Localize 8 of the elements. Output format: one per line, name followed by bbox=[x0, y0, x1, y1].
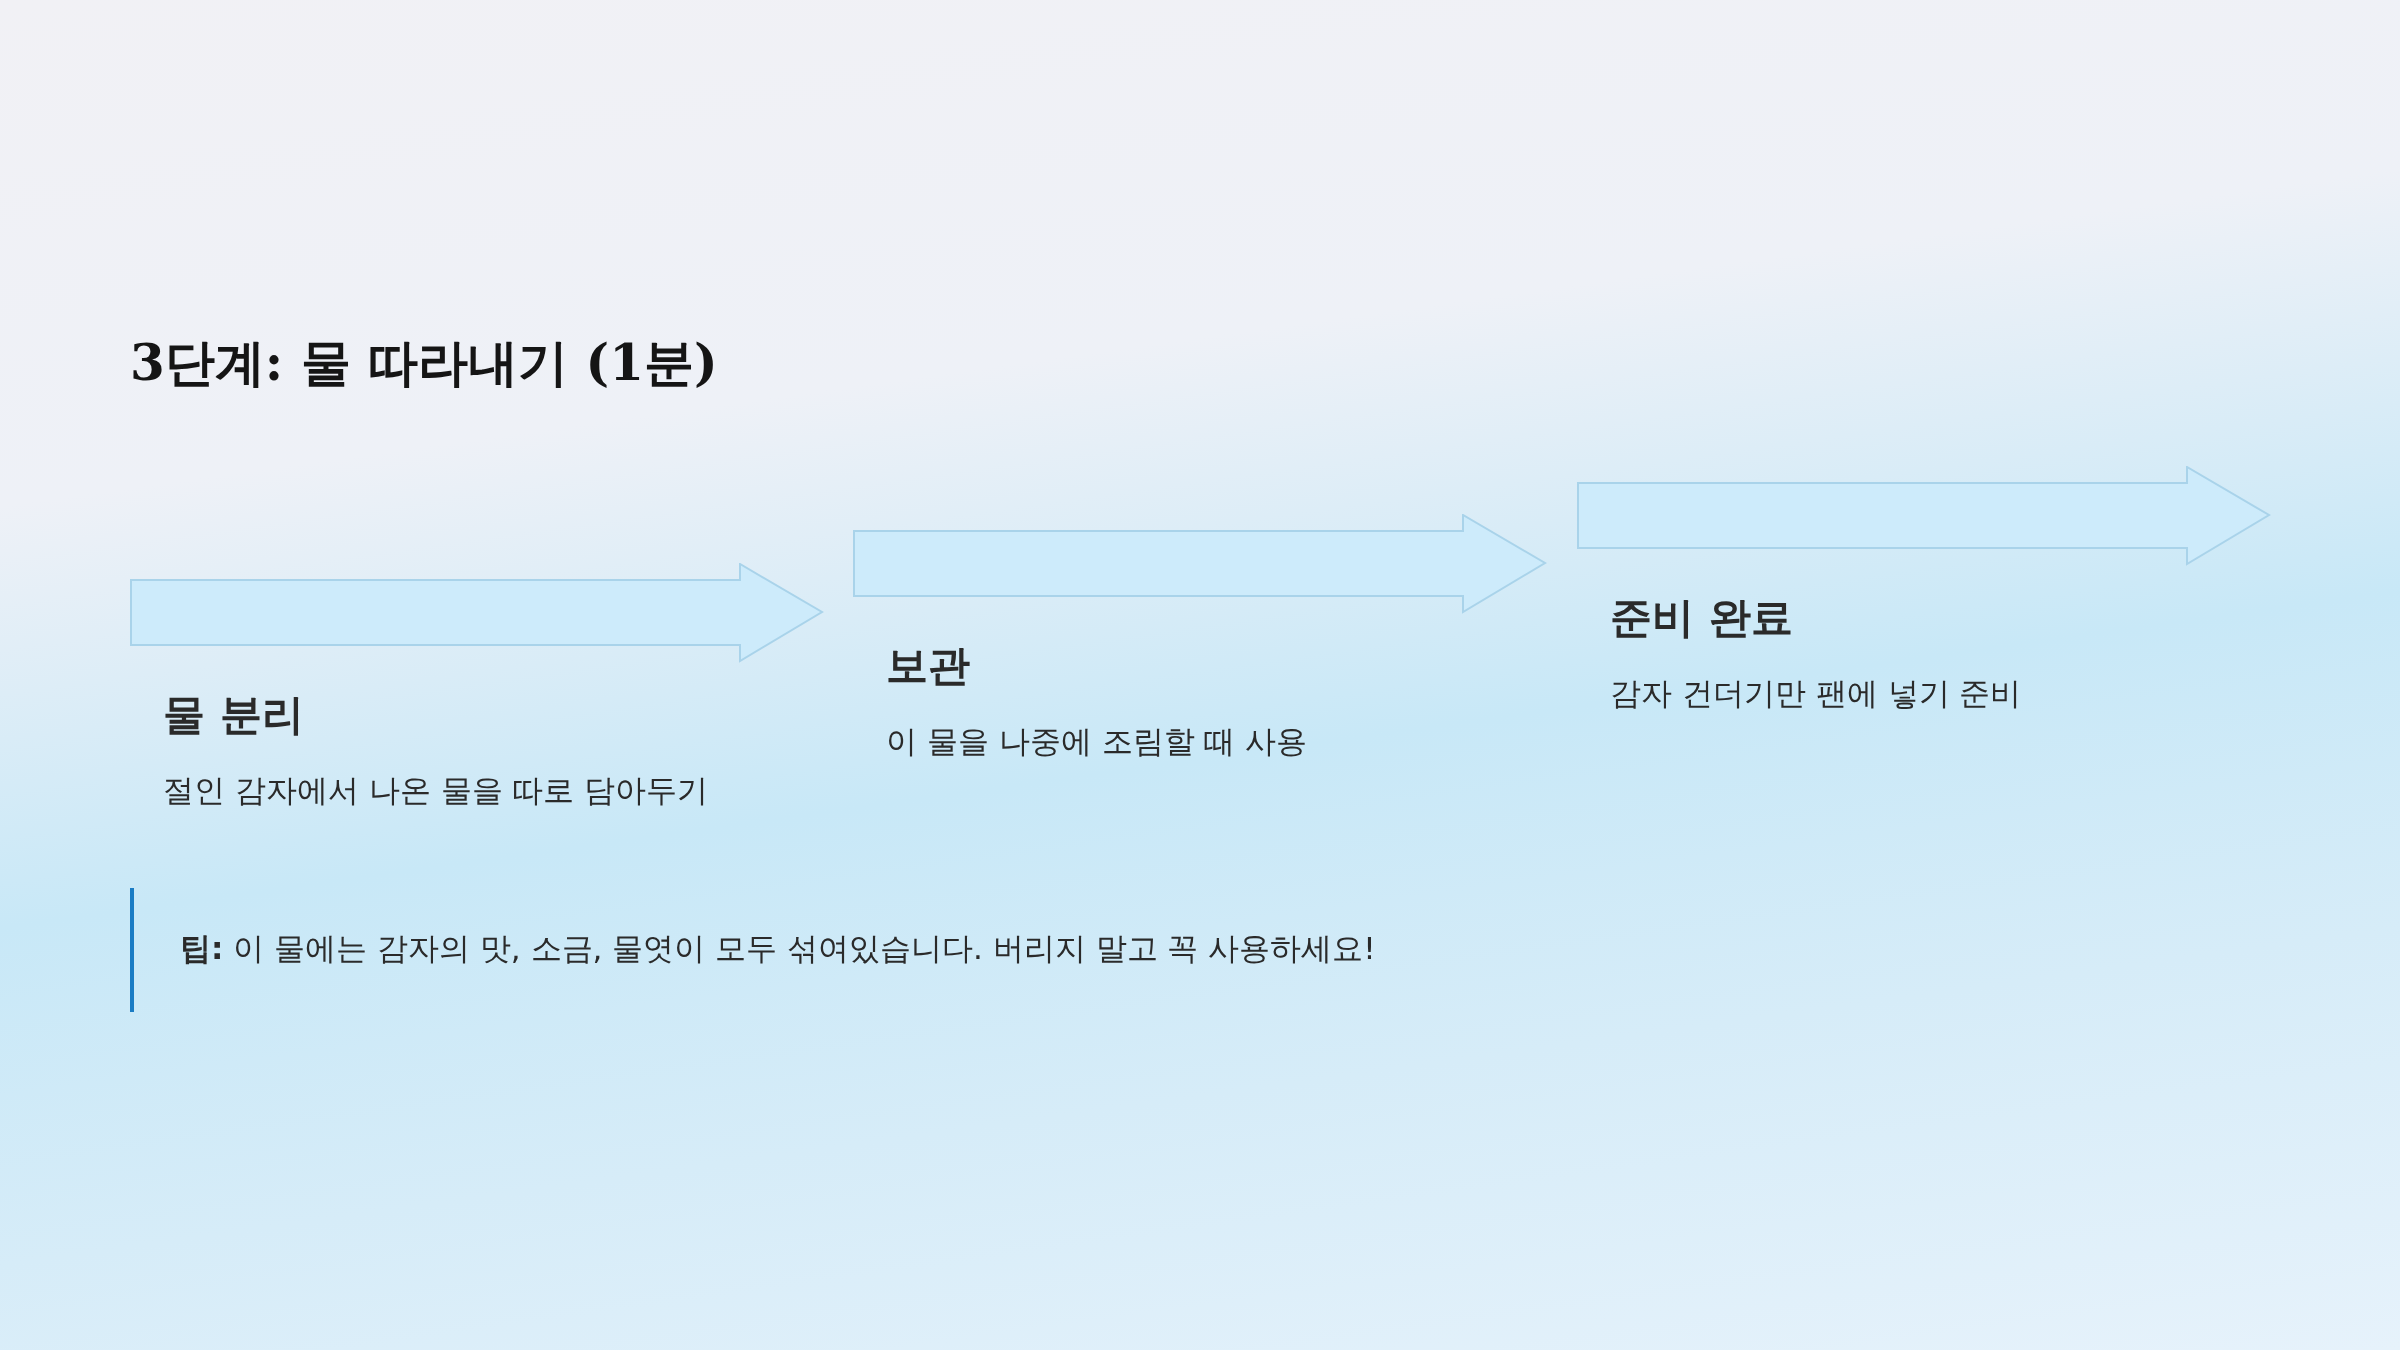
title: 3단계: 물 따라내기 (1분) bbox=[130, 332, 718, 394]
step-heading: 준비 완료 bbox=[1610, 592, 1793, 644]
step-heading: 물 분리 bbox=[163, 689, 304, 741]
step-heading: 보관 bbox=[886, 640, 970, 692]
step-description: 절인 감자에서 나온 물을 따로 담아두기 bbox=[163, 771, 709, 810]
step-description: 이 물을 나중에 조림할 때 사용 bbox=[886, 722, 1308, 761]
step-description: 감자 건더기만 팬에 넣기 준비 bbox=[1610, 674, 2022, 713]
tip-text: 팁: 이 물에는 감자의 맛, 소금, 물엿이 모두 섞여있습니다. 버리지 말고 꼭 사용하세요! bbox=[180, 929, 1376, 968]
